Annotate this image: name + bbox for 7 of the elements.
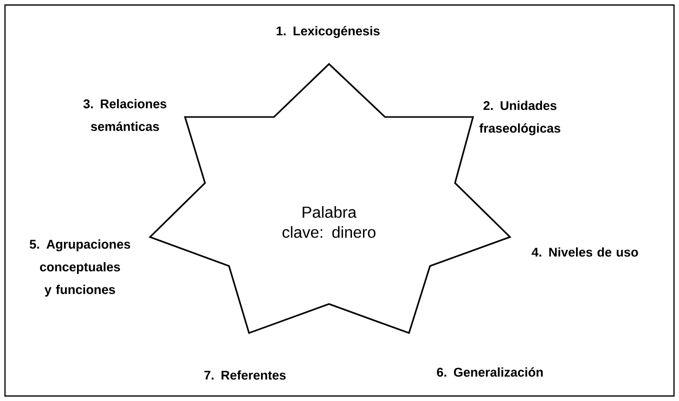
numbered-label: 5. Agrupaciones conceptuales y funciones — [30, 239, 130, 297]
numbered-label: 3. Relaciones semánticas — [83, 99, 166, 131]
numbered-label: 1. Lexicogénesis — [276, 26, 380, 38]
numbered-label: 2. Unidades fraseológicas — [479, 100, 560, 136]
numbered-label: 6. Generalización — [436, 367, 543, 377]
numbered-label: 7. Referentes — [204, 370, 286, 380]
numbered-label: 4. Niveles de uso — [532, 247, 638, 257]
